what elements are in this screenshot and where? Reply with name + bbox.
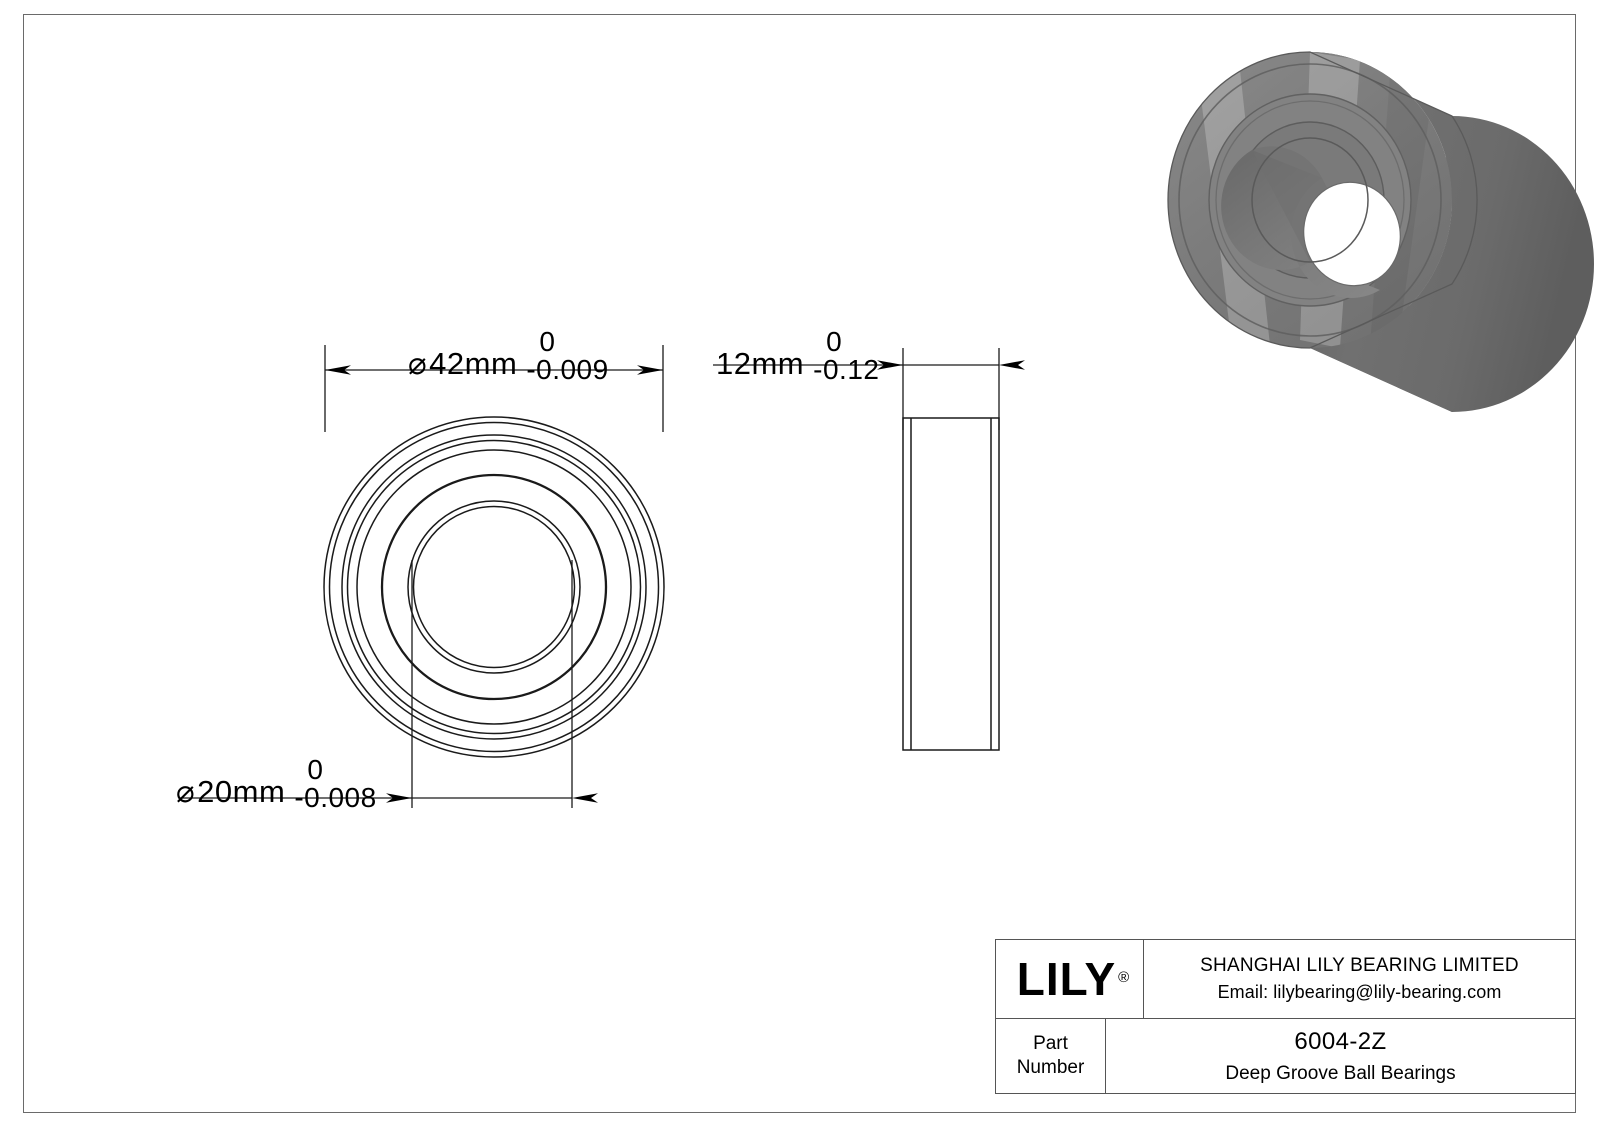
tolerance-stack-od: 0 -0.009: [526, 328, 608, 384]
dimension-bore-diameter: [180, 560, 598, 808]
part-label-line-2: Number: [1016, 1057, 1085, 1078]
front-view-circles: [323, 416, 665, 758]
logo-wordmark: LILY: [1016, 953, 1117, 1005]
tolerance-lower-od: -0.009: [526, 354, 609, 385]
tolerance-upper-bore: 0: [307, 754, 324, 785]
dimension-label-outer-diameter: ⌀ 42mm 0 -0.009: [408, 326, 609, 384]
part-number-label-cell: Part Number: [996, 1019, 1106, 1093]
company-name: SHANGHAI LILY BEARING LIMITED: [1200, 955, 1519, 976]
registered-trademark-icon: ®: [1118, 969, 1131, 986]
tolerance-stack-bore: 0 -0.008: [294, 756, 376, 812]
dimension-width: [713, 348, 1025, 430]
part-number-value: 6004-2Z: [1294, 1027, 1387, 1055]
dimension-outer-diameter: [324, 345, 664, 432]
title-block: LILY ® SHANGHAI LILY BEARING LIMITED Ema…: [995, 939, 1576, 1094]
side-view-section: [902, 417, 1000, 751]
tolerance-lower-width: -0.12: [813, 354, 880, 385]
tolerance-upper-width: 0: [826, 326, 843, 357]
tolerance-stack-width: 0 -0.12: [813, 328, 879, 384]
lily-logo: LILY ®: [1016, 953, 1129, 1005]
diameter-symbol-od: ⌀: [408, 346, 428, 381]
logo-cell: LILY ®: [996, 940, 1144, 1018]
title-block-row-company: LILY ® SHANGHAI LILY BEARING LIMITED Ema…: [996, 940, 1575, 1019]
part-label-line-1: Part: [1033, 1033, 1068, 1055]
dimension-value-width: 12mm: [716, 346, 805, 381]
company-info-cell: SHANGHAI LILY BEARING LIMITED Email: lil…: [1144, 940, 1575, 1018]
dimension-value-bore: 20mm: [197, 774, 286, 809]
dimension-value-od: 42mm: [429, 346, 518, 381]
drawing-frame-border: [23, 14, 1576, 1113]
tolerance-lower-bore: -0.008: [294, 782, 377, 813]
company-email: Email: lilybearing@lily-bearing.com: [1217, 982, 1502, 1002]
isometric-bearing-render: [1167, 51, 1594, 412]
part-info-cell: 6004-2Z Deep Groove Ball Bearings: [1106, 1019, 1575, 1093]
title-block-row-part: Part Number 6004-2Z Deep Groove Ball Bea…: [996, 1019, 1575, 1093]
part-description: Deep Groove Ball Bearings: [1225, 1062, 1456, 1084]
dimension-label-width: 12mm 0 -0.12: [716, 326, 879, 384]
tolerance-upper-od: 0: [539, 326, 556, 357]
diameter-symbol-bore: ⌀: [176, 774, 196, 809]
dimension-label-bore-diameter: ⌀ 20mm 0 -0.008: [176, 754, 377, 812]
